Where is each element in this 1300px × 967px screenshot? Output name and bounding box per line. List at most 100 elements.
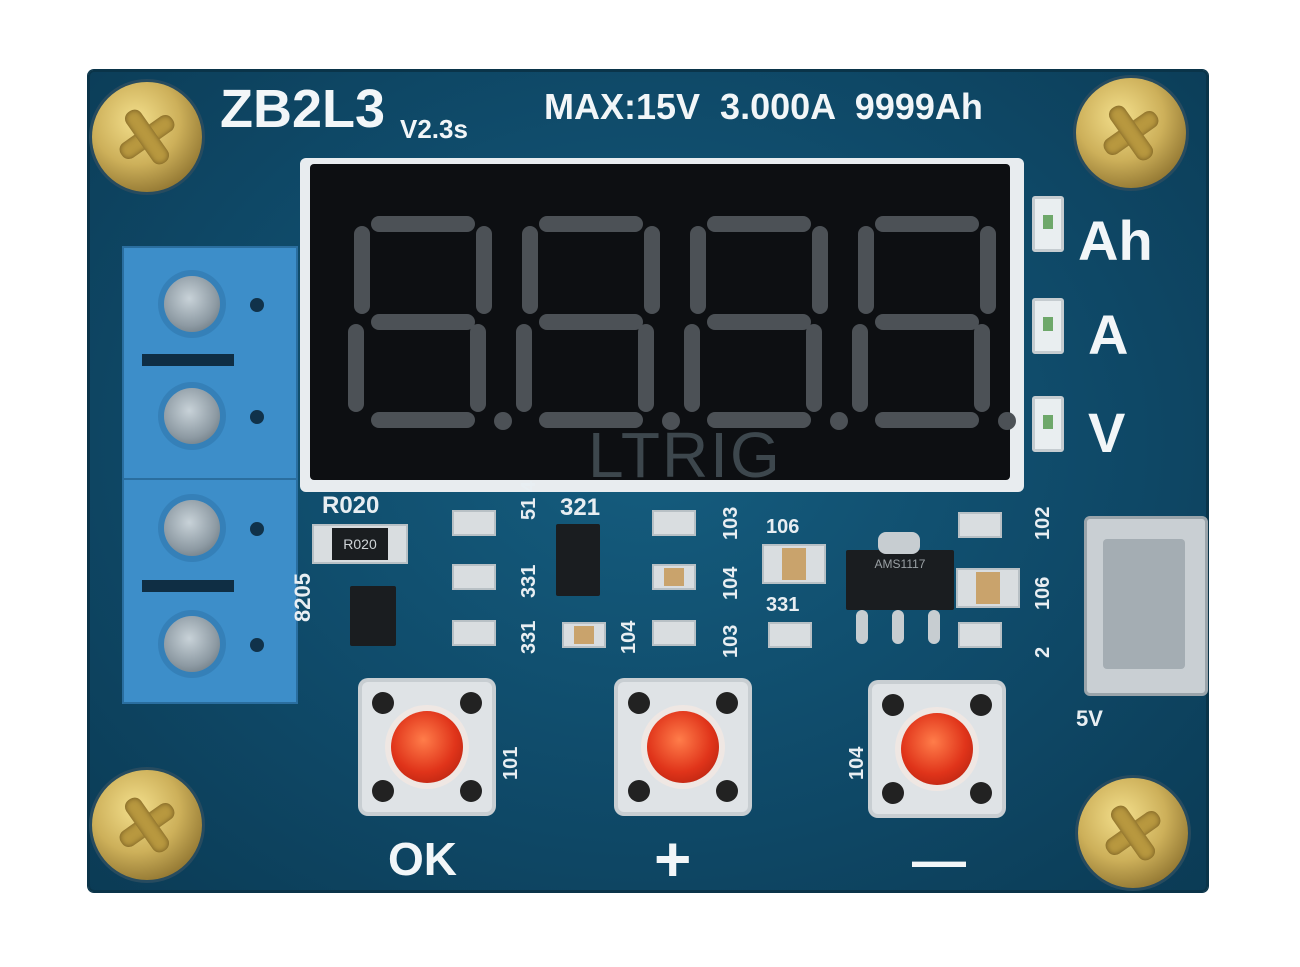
segment bbox=[707, 412, 811, 428]
ok-button[interactable] bbox=[362, 682, 492, 812]
button-pin-icon bbox=[372, 780, 394, 802]
button-pin-icon bbox=[460, 692, 482, 714]
minus-button-cap[interactable] bbox=[901, 713, 973, 785]
minus-button[interactable] bbox=[872, 684, 1002, 814]
screw-top-left-icon bbox=[92, 82, 202, 192]
segment bbox=[638, 324, 654, 412]
button-pin-icon bbox=[882, 694, 904, 716]
smd-component bbox=[652, 620, 696, 646]
decimal-point bbox=[830, 412, 848, 430]
segment bbox=[539, 216, 643, 232]
plus-button[interactable] bbox=[618, 682, 748, 812]
label-102: 102 bbox=[1032, 506, 1054, 540]
smd-component bbox=[762, 544, 826, 584]
button-pin-icon bbox=[882, 782, 904, 804]
terminal-dot-icon bbox=[250, 638, 264, 652]
terminal-screw-2-icon bbox=[164, 388, 220, 444]
label-104-d: 104 bbox=[846, 746, 868, 780]
label-103-a: 103 bbox=[720, 506, 742, 540]
screw-bottom-right-icon bbox=[1078, 778, 1188, 888]
r020-body: R020 bbox=[332, 528, 388, 560]
plus-button-label: + bbox=[654, 823, 692, 895]
regulator-pin bbox=[928, 610, 940, 644]
segment bbox=[980, 226, 996, 314]
button-pin-icon bbox=[628, 692, 650, 714]
terminal-screw-1-icon bbox=[164, 276, 220, 332]
micro-usb-port[interactable] bbox=[1084, 516, 1208, 696]
segment bbox=[371, 412, 475, 428]
label-2: 2 bbox=[1032, 646, 1054, 658]
plus-button-cap[interactable] bbox=[647, 711, 719, 783]
segment bbox=[875, 216, 979, 232]
button-pin-icon bbox=[716, 692, 738, 714]
button-pin-icon bbox=[716, 780, 738, 802]
terminal-block-bottom bbox=[122, 478, 298, 704]
decimal-point bbox=[998, 412, 1016, 430]
regulator-pin bbox=[892, 610, 904, 644]
screw-bottom-left-icon bbox=[92, 770, 202, 880]
indicator-label-ah: Ah bbox=[1078, 209, 1153, 272]
digit-2 bbox=[516, 216, 680, 430]
regulator-tab bbox=[878, 532, 920, 554]
button-pin-icon bbox=[970, 782, 992, 804]
segment bbox=[858, 226, 874, 314]
label-321: 321 bbox=[560, 494, 601, 521]
pcb-board: ZB2L3 V2.3s MAX:15V 3.000A 9999Ah Ah A V… bbox=[88, 70, 1208, 895]
segment bbox=[684, 324, 700, 412]
smd-component bbox=[452, 564, 496, 590]
label-331-a: 331 bbox=[518, 564, 540, 598]
terminal-bar bbox=[142, 580, 234, 592]
segment bbox=[354, 226, 370, 314]
label-514: 51 4 bbox=[518, 481, 540, 520]
button-pin-icon bbox=[372, 692, 394, 714]
segment bbox=[875, 412, 979, 428]
ok-button-label: OK bbox=[388, 833, 457, 885]
rating-label: MAX:15V 3.000A 9999Ah bbox=[544, 86, 983, 127]
r020-resistor: R020 bbox=[312, 524, 408, 564]
smd-component bbox=[768, 622, 812, 648]
smd-component bbox=[452, 510, 496, 536]
regulator-chip: AMS1117 bbox=[846, 550, 954, 610]
r020-label: R020 bbox=[322, 492, 380, 519]
screw-top-right-icon bbox=[1076, 78, 1186, 188]
led-v-icon bbox=[1032, 396, 1064, 452]
mosfet-label: 8205 bbox=[290, 573, 315, 622]
smd-component bbox=[652, 564, 696, 590]
led-a-icon bbox=[1032, 298, 1064, 354]
segment bbox=[875, 314, 979, 330]
segment bbox=[539, 314, 643, 330]
label-104-a: 104 bbox=[618, 620, 640, 654]
segment bbox=[470, 324, 486, 412]
segment bbox=[974, 324, 990, 412]
minus-button-label: — bbox=[912, 831, 966, 891]
label-106-a: 106 bbox=[766, 516, 800, 538]
smd-component bbox=[652, 510, 696, 536]
led-ah-icon bbox=[1032, 196, 1064, 252]
smd-component bbox=[956, 568, 1020, 608]
segment bbox=[690, 226, 706, 314]
terminal-dot-icon bbox=[250, 298, 264, 312]
button-pin-icon bbox=[970, 694, 992, 716]
digit-3 bbox=[684, 216, 848, 430]
terminal-dot-icon bbox=[250, 522, 264, 536]
mosfet-8205-chip bbox=[350, 586, 396, 646]
segment bbox=[371, 216, 475, 232]
button-pin-icon bbox=[460, 780, 482, 802]
indicator-label-a: A bbox=[1088, 303, 1129, 366]
version-label: V2.3s bbox=[400, 114, 468, 144]
segment bbox=[644, 226, 660, 314]
terminal-dot-icon bbox=[250, 410, 264, 424]
label-104-b: 104 bbox=[720, 566, 742, 600]
display-face bbox=[310, 164, 1016, 480]
ok-button-cap[interactable] bbox=[391, 711, 463, 783]
segment bbox=[806, 324, 822, 412]
segment bbox=[852, 324, 868, 412]
label-331-c: 331 bbox=[766, 594, 800, 616]
watermark: LTRIG bbox=[588, 419, 782, 491]
smd-component bbox=[452, 620, 496, 646]
button-pin-icon bbox=[628, 780, 650, 802]
usb-opening bbox=[1103, 539, 1185, 669]
terminal-screw-4-icon bbox=[164, 616, 220, 672]
regulator-pin bbox=[856, 610, 868, 644]
segment bbox=[522, 226, 538, 314]
